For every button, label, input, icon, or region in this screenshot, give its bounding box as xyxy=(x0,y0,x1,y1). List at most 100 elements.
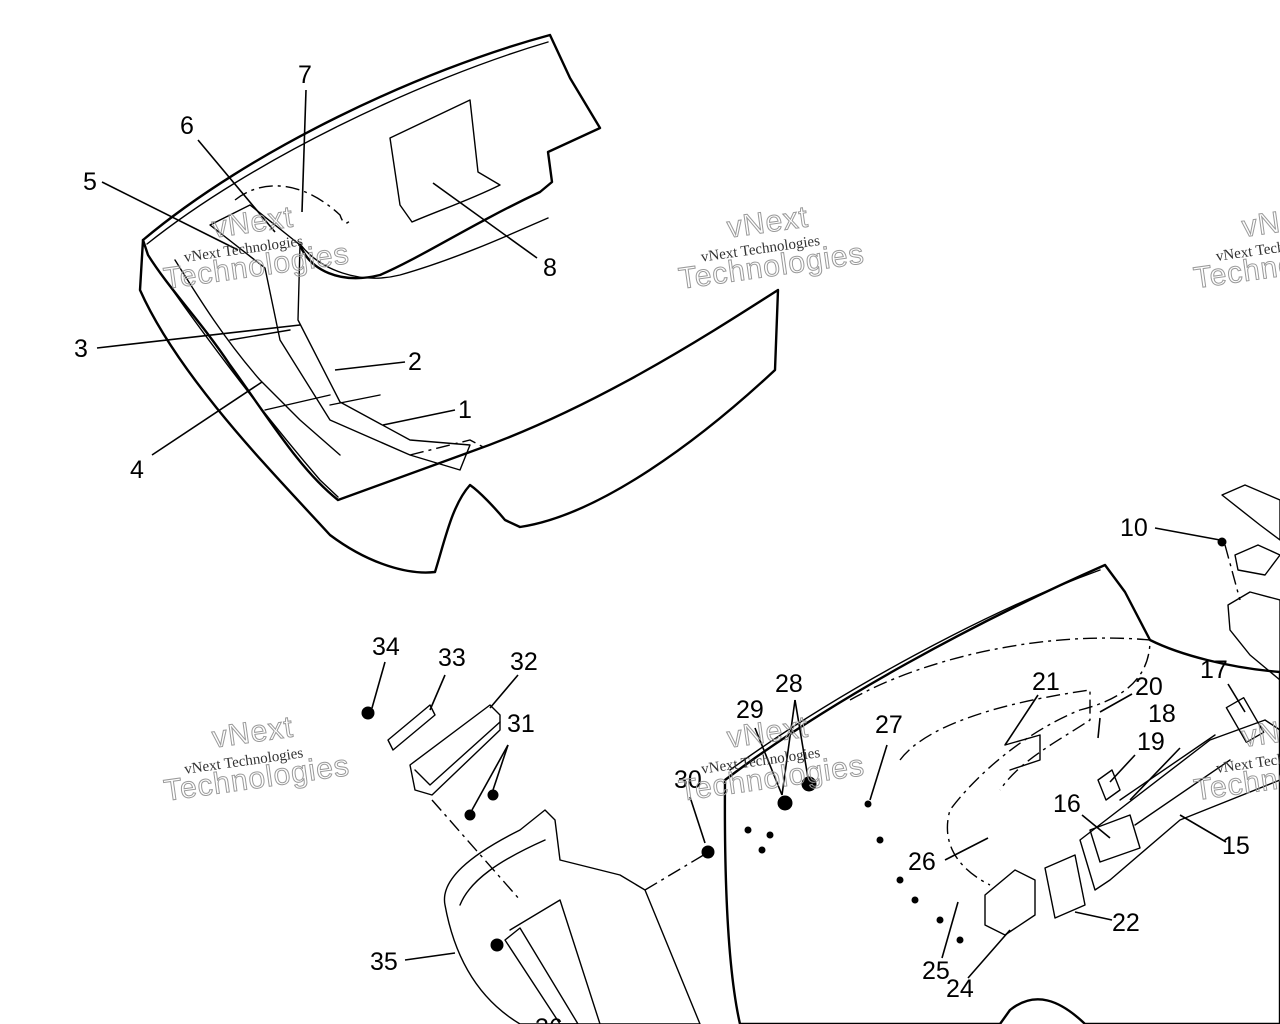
base-hidden-rim-2 xyxy=(899,689,1091,791)
hood-inner-rim xyxy=(149,257,339,498)
padding-strip-left xyxy=(174,259,341,456)
leader-17 xyxy=(1227,683,1246,713)
leader-22 xyxy=(1074,911,1113,921)
part-19-clip xyxy=(1097,769,1121,801)
console-tray xyxy=(1079,719,1280,891)
callout-36: 36 xyxy=(535,1014,563,1024)
part-35-housing xyxy=(443,809,701,1024)
leader-26 xyxy=(944,837,989,861)
callout-19: 19 xyxy=(1137,728,1165,756)
part-35-inner xyxy=(459,839,601,1024)
part-21-hidden xyxy=(1004,734,1041,771)
watermark-line1: vNext xyxy=(1240,710,1280,754)
bracket-24 xyxy=(984,869,1036,936)
leader-19 xyxy=(1109,754,1136,783)
callout-21: 21 xyxy=(1032,668,1060,696)
leader-21 xyxy=(1004,694,1039,746)
padding-strip xyxy=(209,204,471,471)
callout-8: 8 xyxy=(543,254,557,282)
part-31-screw xyxy=(487,789,499,801)
hole xyxy=(936,916,944,924)
base-outline xyxy=(723,563,1280,1024)
callout-4: 4 xyxy=(130,456,144,484)
leader-10 xyxy=(1154,527,1221,541)
part-32-channel xyxy=(409,704,501,796)
part-28-nut xyxy=(801,776,817,792)
leader-8 xyxy=(432,182,538,259)
hood-top-edge xyxy=(146,41,549,245)
callout-31: 31 xyxy=(507,710,535,738)
callout-2: 2 xyxy=(408,348,422,376)
leader-lines xyxy=(96,89,1246,979)
leader-18 xyxy=(1129,747,1181,801)
watermark-top-left: vNext Technologies vNext Technologies xyxy=(161,200,352,296)
hidden-edge-2 xyxy=(409,439,486,456)
part-34-screw xyxy=(361,706,375,720)
leader-20b xyxy=(1097,717,1101,739)
callout-16: 16 xyxy=(1053,790,1081,818)
leader-25 xyxy=(941,901,959,959)
callout-32: 32 xyxy=(510,648,538,676)
leader-31b xyxy=(471,744,509,811)
leader-4 xyxy=(151,381,263,456)
watermark-top-center: vNext Technologies vNext Technologies xyxy=(676,200,867,296)
hole xyxy=(911,896,919,904)
leader-5 xyxy=(101,181,239,251)
callout-33: 33 xyxy=(438,644,466,672)
part-cup xyxy=(1227,591,1280,681)
callout-7: 7 xyxy=(298,61,312,89)
watermark-mid-left: vNext Technologies vNext Technologies xyxy=(161,710,352,808)
base-hidden-rim xyxy=(849,637,1151,886)
seam-c xyxy=(329,394,381,406)
part-36-screw xyxy=(490,938,504,952)
part-16-block xyxy=(1089,814,1141,863)
base-top-edge xyxy=(729,569,1101,771)
leader-28b xyxy=(794,699,809,779)
leader-28a xyxy=(781,699,796,796)
leader-24 xyxy=(967,929,1011,979)
hole xyxy=(956,936,964,944)
callout-6: 6 xyxy=(180,112,194,140)
assembly-line xyxy=(644,849,713,891)
watermark-mid-center: vNext Technologies vNext Technologies xyxy=(676,710,867,808)
leader-27 xyxy=(869,744,888,801)
hole xyxy=(896,876,904,884)
callout-35: 35 xyxy=(370,948,398,976)
callout-26: 26 xyxy=(908,848,936,876)
hole xyxy=(758,846,766,854)
part-29-nut xyxy=(777,795,793,811)
callout-15: 15 xyxy=(1222,832,1250,860)
lower-base-assembly xyxy=(723,563,1280,1024)
callout-5: 5 xyxy=(83,168,97,196)
hood-rear-lip xyxy=(299,217,549,279)
part-17-block xyxy=(1225,696,1265,744)
leader-6 xyxy=(197,139,276,233)
upper-hood-assembly xyxy=(138,33,780,574)
callout-24: 24 xyxy=(946,975,974,1003)
callout-10: 10 xyxy=(1120,514,1148,542)
leader-33 xyxy=(429,674,446,711)
callout-1: 1 xyxy=(458,396,472,424)
callout-20: 20 xyxy=(1135,673,1163,701)
hole xyxy=(744,826,752,834)
part-block xyxy=(1234,544,1280,576)
hood-outline xyxy=(141,33,602,280)
dash-panel-window xyxy=(389,99,501,223)
leader-1 xyxy=(382,409,456,426)
callout-30: 30 xyxy=(674,766,702,794)
callout-34: 34 xyxy=(372,633,400,661)
leader-29 xyxy=(754,727,783,796)
leader-30 xyxy=(689,796,706,844)
callout-27: 27 xyxy=(875,711,903,739)
hole xyxy=(876,836,884,844)
callout-3: 3 xyxy=(74,335,88,363)
hood-body xyxy=(138,238,780,574)
part-32-channel-face xyxy=(414,721,501,786)
seam-a xyxy=(229,329,291,341)
leader-15 xyxy=(1179,814,1227,843)
part-36-grille xyxy=(504,927,579,1024)
bracket-22 xyxy=(1044,854,1086,919)
leader-16 xyxy=(1081,814,1111,839)
leader-7 xyxy=(301,89,307,213)
